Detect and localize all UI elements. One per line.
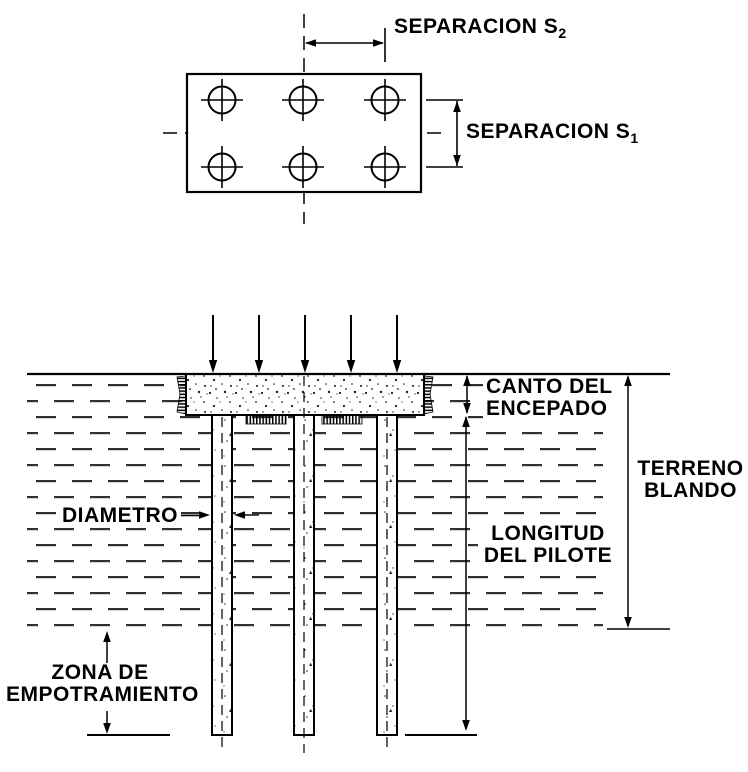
dim-zona-empotramiento — [87, 631, 170, 736]
under-cap-hatch — [245, 414, 287, 425]
dim-canto-encepado — [463, 375, 471, 414]
plan-pile-circles — [201, 79, 406, 188]
pile-circle-plan — [282, 146, 324, 188]
dim-separacion-s1 — [426, 99, 463, 168]
load-arrow — [392, 315, 402, 373]
pile-3 — [376, 414, 398, 736]
longitud-line2: DEL PILOTE — [483, 544, 613, 567]
separacion-s2-subscript: 2 — [558, 25, 567, 42]
plan-view — [163, 14, 463, 224]
pile-circle-plan — [364, 79, 406, 121]
separacion-s1-subscript: 1 — [630, 130, 639, 147]
separacion-s2-text: SEPARACION S — [394, 15, 559, 38]
load-arrows — [208, 315, 402, 373]
canto-line2: ENCEPADO — [486, 397, 608, 420]
zona-empotramiento-label: ZONA DE EMPOTRAMIENTO — [6, 661, 199, 706]
terreno-line2: BLANDO — [644, 479, 737, 502]
dim-separacion-s2 — [305, 28, 386, 62]
longitud-line1: LONGITUD — [491, 522, 605, 545]
zona-line1: ZONA DE — [51, 661, 149, 684]
load-arrow — [346, 315, 356, 373]
terreno-blando-label: TERRENO BLANDO — [633, 458, 748, 502]
load-arrow — [208, 315, 218, 373]
plan-cap-outline — [185, 72, 423, 194]
pile-circle-plan — [201, 146, 243, 188]
dim-longitud-pilote — [405, 416, 477, 736]
longitud-pilote-label: LONGITUD DEL PILOTE — [478, 523, 618, 567]
canto-line1: CANTO DEL — [486, 375, 613, 398]
dim-terreno-blando — [607, 375, 670, 630]
separacion-s2-label: SEPARACION S2 — [394, 16, 566, 44]
pile-circle-plan — [201, 79, 243, 121]
load-arrow — [254, 315, 264, 373]
separacion-s1-text: SEPARACION S — [466, 120, 631, 143]
canto-encepado-label: CANTO DEL ENCEPADO — [483, 376, 616, 420]
separacion-s1-label: SEPARACION S1 — [466, 121, 638, 149]
zona-line2: EMPOTRAMIENTO — [6, 683, 199, 706]
pile-centerlines — [221, 376, 388, 753]
under-cap-hatch — [321, 414, 363, 425]
pile-1 — [211, 414, 233, 736]
pile-circle-plan — [282, 79, 324, 121]
pile-circle-plan — [364, 146, 406, 188]
terreno-line1: TERRENO — [637, 457, 744, 480]
diametro-label: DIAMETRO — [59, 505, 181, 527]
diametro-text: DIAMETRO — [62, 504, 178, 527]
pile-cap-section — [185, 373, 425, 416]
load-arrow — [300, 315, 310, 373]
